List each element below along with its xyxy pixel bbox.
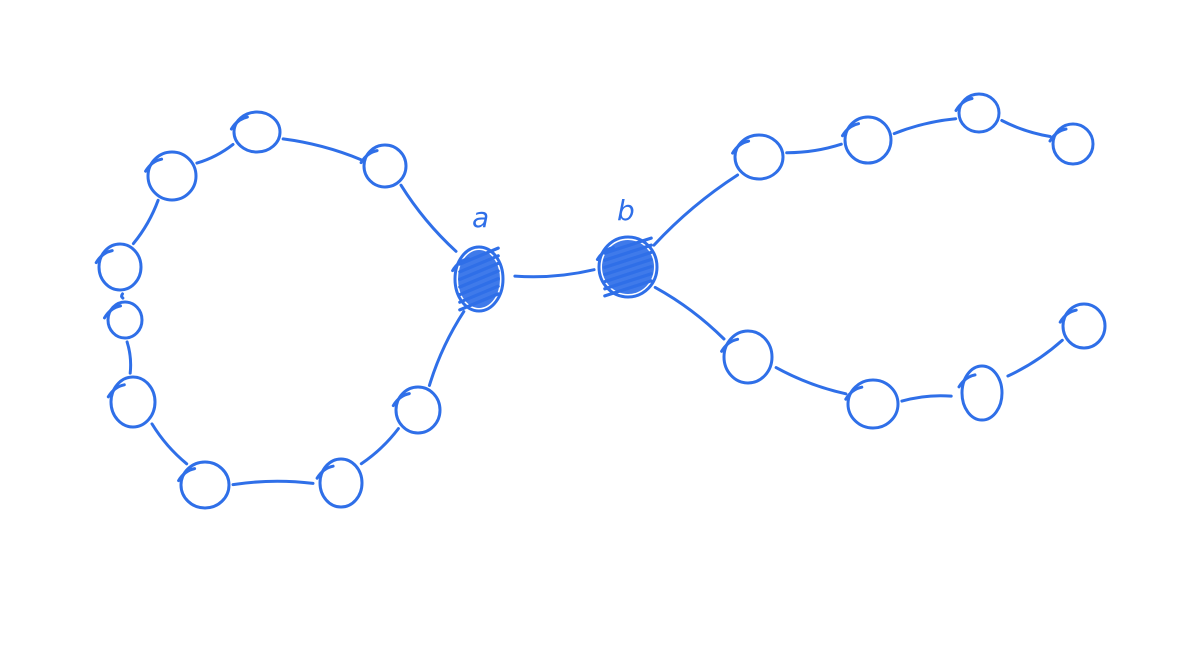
node-ring xyxy=(957,92,1001,134)
node-ring xyxy=(97,242,143,292)
edge-R5-R6 xyxy=(774,366,848,396)
node-hatch-line xyxy=(603,250,653,269)
node-stroke-tail xyxy=(391,392,411,408)
edge-R2-R3 xyxy=(892,117,958,136)
node-stroke-tail xyxy=(315,464,335,480)
node-R7 xyxy=(957,364,1004,422)
node-ring xyxy=(843,115,893,165)
node-hatch-line xyxy=(603,265,653,284)
node-ring xyxy=(722,329,774,385)
node-R5 xyxy=(720,329,774,385)
node-ring xyxy=(1061,302,1107,350)
edge-R6-R7 xyxy=(900,394,953,403)
edge-L9-a xyxy=(427,310,466,387)
node-label-b: b xyxy=(617,194,635,227)
node-stroke-tail xyxy=(106,383,126,399)
node-L9 xyxy=(391,385,442,435)
edge-L1-L4 xyxy=(131,198,160,246)
node-stroke-tail xyxy=(94,249,114,265)
node-ring xyxy=(960,364,1004,422)
node-hatch-line xyxy=(603,243,653,262)
node-ring xyxy=(109,375,157,429)
node-R3 xyxy=(954,92,1001,134)
node-stroke-tail xyxy=(720,337,740,353)
edge-L6-L7 xyxy=(150,422,189,466)
node-hatch-line xyxy=(603,257,653,277)
node-ring xyxy=(394,385,442,435)
node-hatch-line xyxy=(458,269,500,289)
edge-R1-R2 xyxy=(785,142,843,155)
node-stroke-tail xyxy=(359,149,379,165)
node-L5 xyxy=(103,300,144,340)
node-stroke-tail xyxy=(957,373,977,389)
node-ring xyxy=(1051,122,1095,166)
node-ring xyxy=(146,150,198,202)
node-b-filled xyxy=(595,235,659,299)
edge-b-R1 xyxy=(652,173,740,247)
node-ring xyxy=(318,457,364,509)
node-L7 xyxy=(177,460,231,510)
node-R2 xyxy=(841,115,893,165)
node-stroke-tail xyxy=(731,139,751,155)
edges xyxy=(120,117,1064,487)
edge-L5-L6 xyxy=(125,340,133,375)
node-ring xyxy=(733,133,785,181)
edge-L1-L2 xyxy=(195,142,235,165)
node-a-filled xyxy=(451,245,505,313)
edge-L3-a xyxy=(399,183,458,253)
node-stroke-tail xyxy=(954,97,974,112)
node-label-a: a xyxy=(472,201,489,234)
node-hatch-line xyxy=(458,284,500,304)
node-R8 xyxy=(1058,302,1107,350)
node-L4 xyxy=(94,242,143,292)
edge-L2-L3 xyxy=(281,137,363,162)
node-stroke-tail xyxy=(144,157,164,173)
node-stroke-tail xyxy=(1058,308,1078,324)
edge-L7-L8 xyxy=(231,479,315,487)
edge-L4-L5 xyxy=(120,292,125,300)
node-hatch-line xyxy=(458,277,500,297)
node-hatch-line xyxy=(458,246,500,266)
node-L1 xyxy=(144,150,198,202)
node-L2 xyxy=(229,110,282,154)
node-L8 xyxy=(315,457,364,509)
node-hatch-line xyxy=(603,272,653,291)
node-ring xyxy=(232,110,282,154)
node-stroke-tail xyxy=(841,122,860,138)
edge-R7-R8 xyxy=(1006,338,1064,378)
node-stroke-tail xyxy=(103,304,122,320)
node-ring xyxy=(453,245,505,313)
node-hatch-line xyxy=(603,236,653,255)
node-R6 xyxy=(844,378,900,430)
node-hatch-line xyxy=(603,279,653,298)
nodes xyxy=(94,92,1107,510)
node-L3 xyxy=(359,143,408,189)
node-stroke-tail xyxy=(177,467,197,483)
edge-R3-R4 xyxy=(1000,119,1052,138)
node-R4 xyxy=(1048,122,1095,166)
node-ring xyxy=(362,143,408,189)
node-ring xyxy=(106,300,144,340)
node-stroke-tail xyxy=(1048,127,1068,143)
edge-L8-L9 xyxy=(359,427,400,466)
edge-b-R5 xyxy=(653,285,726,341)
node-ring xyxy=(179,460,231,510)
node-stroke-tail xyxy=(844,385,864,401)
node-R1 xyxy=(731,133,785,181)
node-L6 xyxy=(106,375,157,429)
node-ring xyxy=(846,378,900,430)
node-hatch-line xyxy=(458,292,500,312)
node-hatch-line xyxy=(458,261,500,281)
node-stroke-tail xyxy=(229,115,249,131)
edge-a-b xyxy=(513,268,596,279)
node-hatch-line xyxy=(458,254,500,274)
node-ring xyxy=(597,235,659,299)
